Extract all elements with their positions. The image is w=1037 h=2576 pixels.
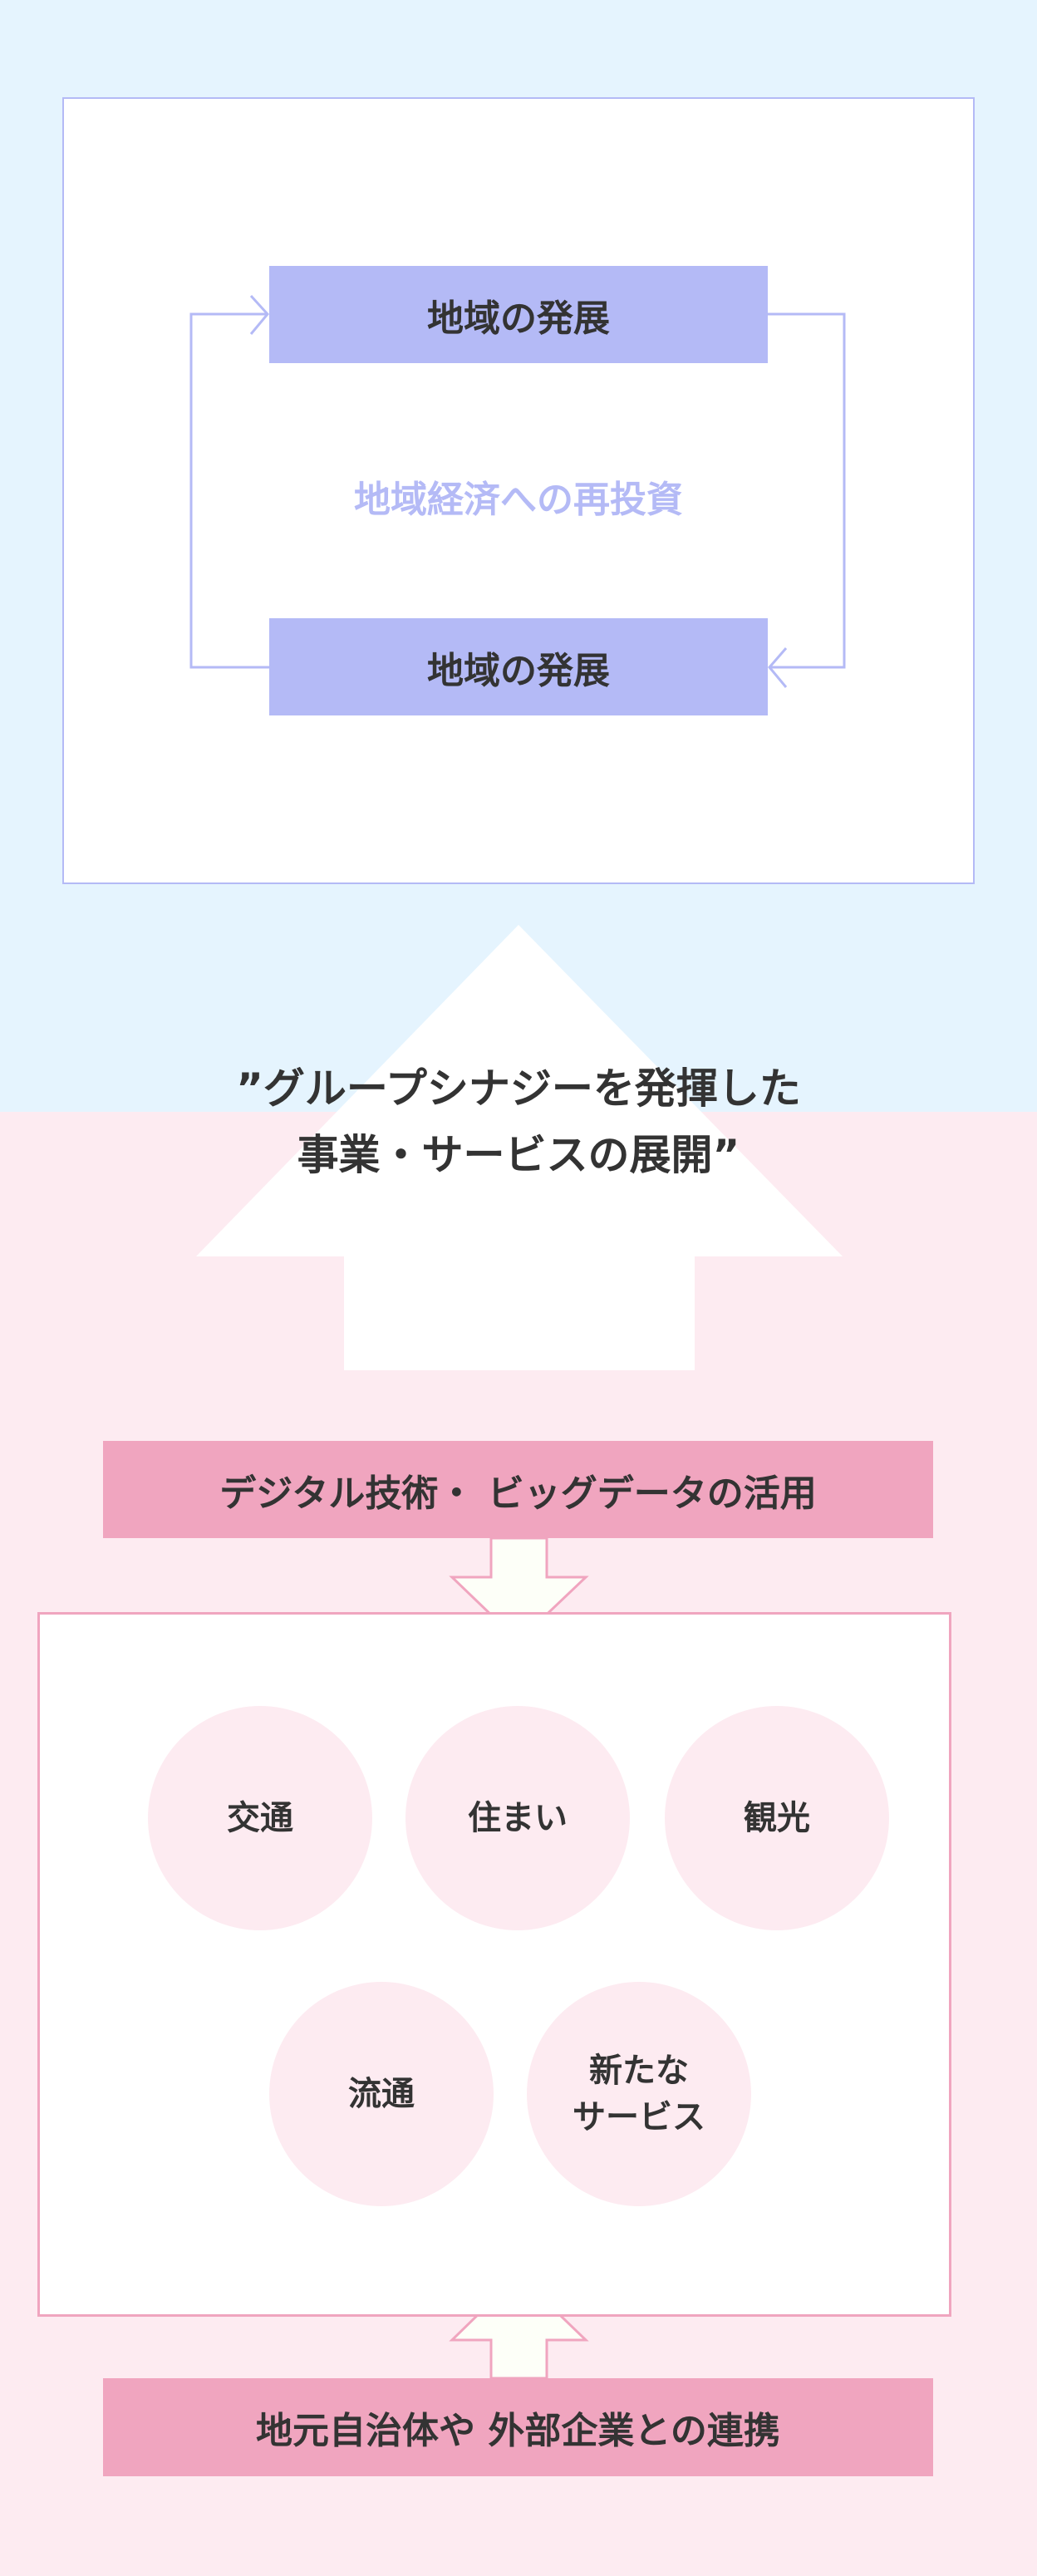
headline: ”グループシナジーを発揮した 事業・サービスの展開” [0,1055,1037,1188]
development-cycle-panel [62,97,975,884]
area-circle-housing: 住まい [405,1706,630,1930]
cycle-loop-right-line [768,312,846,669]
box-label: 地域の発展 [427,297,610,340]
headline-line-1: ”グループシナジーを発揮した [236,1064,801,1113]
area-label-line-2: サービス [573,2098,705,2136]
area-circle-tourism: 観光 [665,1706,889,1930]
partnership-box: 地元自治体や 外部企業との連携 [103,2378,933,2476]
area-label: 流通 [348,2075,415,2113]
area-circle-transport: 交通 [148,1706,372,1930]
regional-development-box-bottom: 地域の発展 [269,618,768,715]
area-label: 住まい [468,1799,568,1837]
headline-line-2: 事業・サービスの展開” [297,1131,740,1179]
digital-tech-label: デジタル技術・ ビッグデータの活用 [219,1472,817,1515]
cycle-loop-left-line [189,312,269,669]
box-label: 地域の発展 [427,649,610,692]
cycle-arrowhead-right-icon [249,294,269,335]
big-up-arrow-icon [196,925,843,1370]
area-label: 観光 [744,1799,810,1837]
area-label-line-1: 新たな [589,2052,689,2090]
area-circle-new-services: 新たな サービス [527,1982,751,2206]
digital-tech-box: デジタル技術・ ビッグデータの活用 [103,1441,933,1538]
area-label: 交通 [227,1799,293,1837]
partnership-label: 地元自治体や 外部企業との連携 [256,2410,780,2452]
cycle-arrowhead-left-icon [768,647,788,688]
down-arrow-icon [449,1536,589,1644]
area-circle-distribution: 流通 [269,1982,494,2206]
regional-development-box-top: 地域の発展 [269,266,768,363]
reinvestment-label: 地域経済への再投資 [354,479,683,521]
